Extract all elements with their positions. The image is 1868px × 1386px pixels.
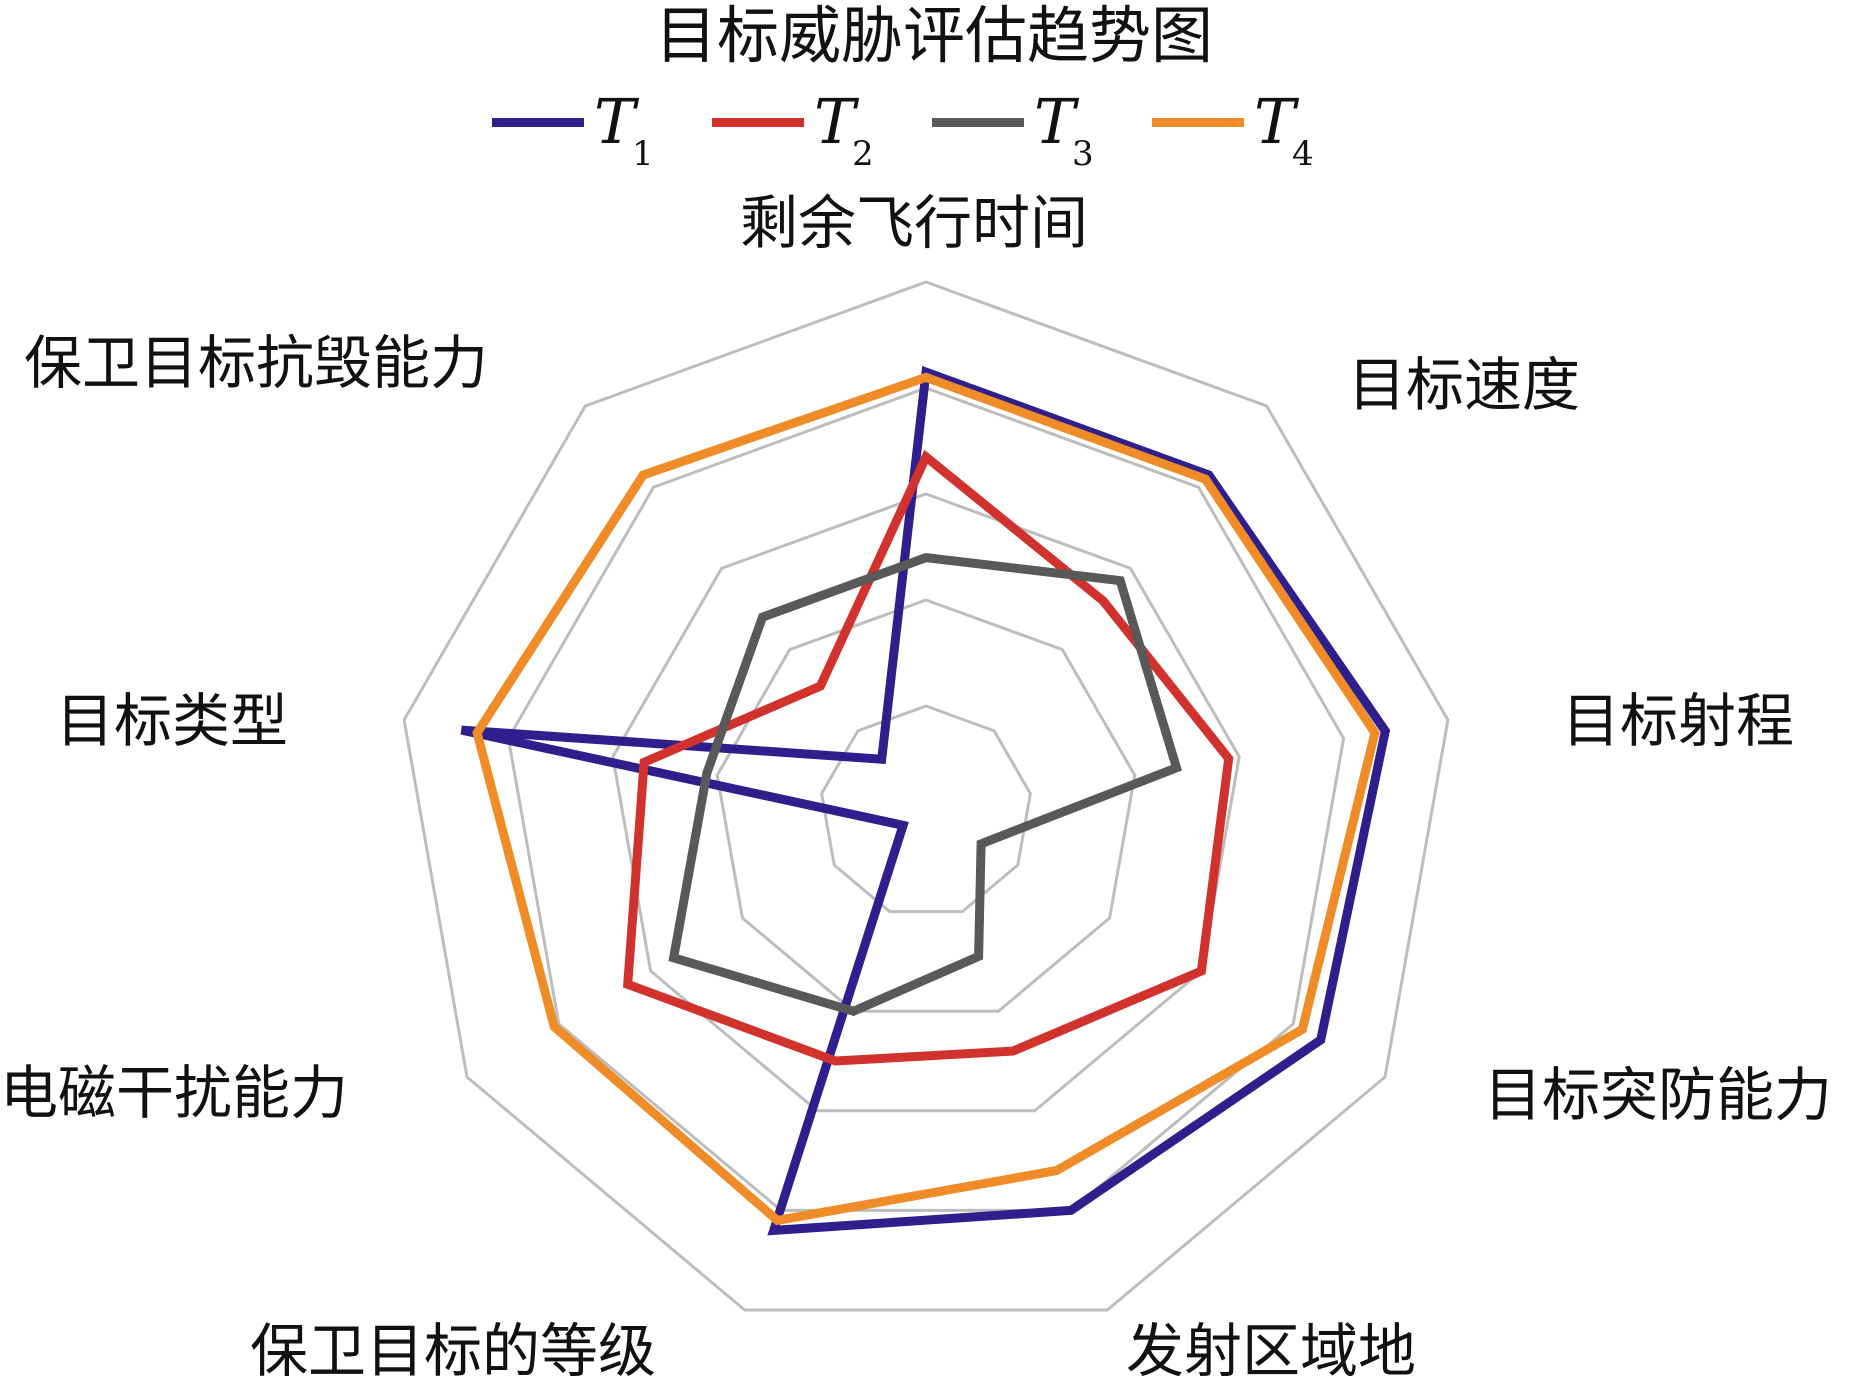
legend: T 1 T 2 T 3 T 4: [0, 82, 1868, 174]
legend-swatch-t4: [1152, 118, 1244, 127]
legend-label-t3: T: [1034, 85, 1076, 158]
radar-grid: [402, 280, 1450, 1312]
legend-label-t2: T: [814, 85, 856, 158]
axis-label-penetration-capability: 目标突防能力: [1484, 1061, 1833, 1129]
axis-label-target-type: 目标类型: [56, 687, 289, 755]
legend-swatch-t1: [492, 118, 584, 127]
grid-ring-5: [402, 280, 1450, 1312]
legend-swatch-t2: [712, 118, 804, 127]
axis-label-launch-area: 发射区域地: [1126, 1317, 1417, 1385]
series-line-t1: [460, 365, 1391, 1236]
axis-label-target-range: 目标射程: [1562, 687, 1795, 755]
legend-subscript-t2: 2: [852, 134, 874, 174]
radar-series: [460, 365, 1391, 1236]
series-line-t2: [622, 449, 1234, 1066]
legend-subscript-t4: 4: [1292, 134, 1314, 174]
legend-label-t1: T: [594, 85, 636, 158]
axis-label-protected-target-level: 保卫目标的等级: [250, 1317, 657, 1385]
series-line-t3: [668, 553, 1183, 1016]
axis-label-em-interference: 电磁干扰能力: [0, 1059, 349, 1127]
legend-subscript-t3: 3: [1072, 134, 1094, 174]
axis-label-target-speed: 目标速度: [1348, 351, 1581, 419]
grid-ring-3: [611, 492, 1241, 1113]
grid-ring-1: [820, 704, 1032, 914]
axis-label-remaining-flight-time: 剩余飞行时间: [740, 189, 1089, 257]
series-line-t4: [472, 372, 1380, 1226]
legend-subscript-t1: 1: [632, 134, 654, 174]
legend-label-t4: T: [1254, 85, 1296, 158]
legend-swatch-t3: [932, 118, 1024, 127]
axis-label-protected-target-resilience: 保卫目标抗毁能力: [24, 329, 489, 397]
chart-title: 目标威胁评估趋势图: [654, 0, 1213, 72]
grid-ring-4: [506, 386, 1346, 1212]
